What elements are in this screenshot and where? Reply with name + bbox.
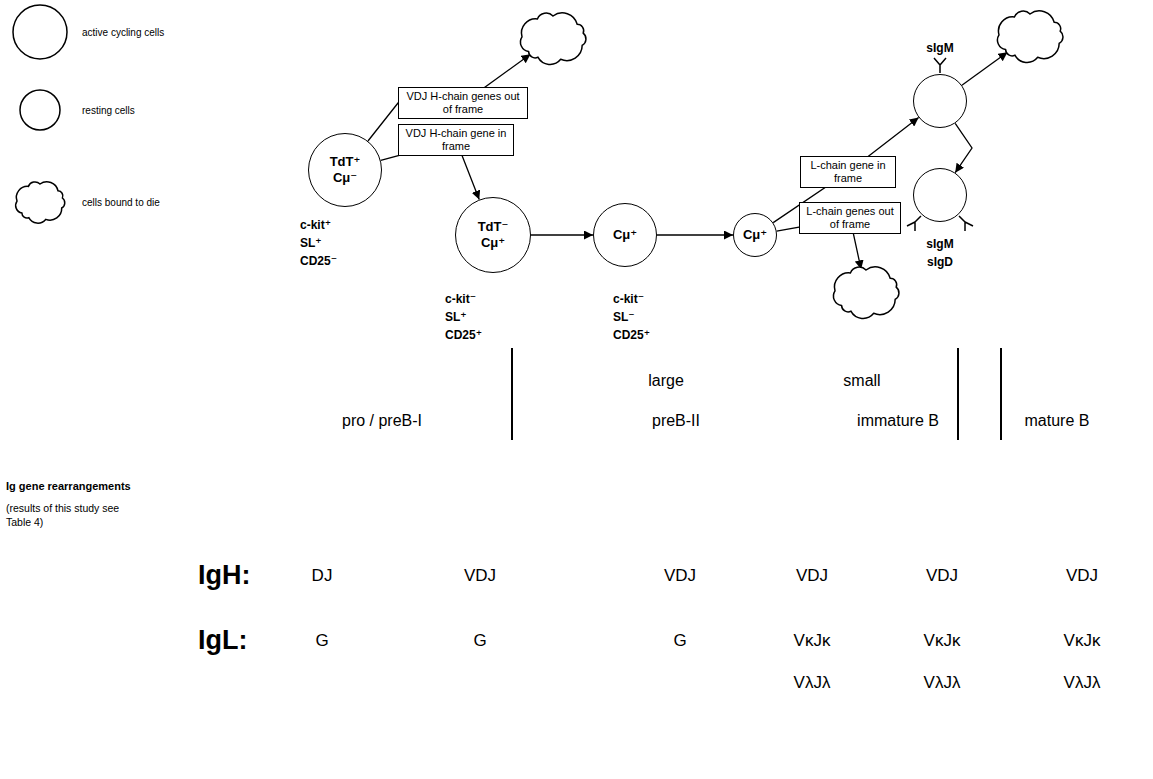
marker-caption: sIgM (926, 39, 953, 57)
legend-sample (16, 182, 65, 223)
edge-label-box: VDJ H-chain gene in frame (398, 124, 514, 155)
section-title: Ig gene rearrangements (6, 479, 131, 493)
cell-label: Cμ⁺ (613, 227, 637, 243)
stage-label: mature B (1025, 411, 1090, 432)
row-heading: IgL: (198, 623, 247, 658)
resting-cell: sIgM sIgD (913, 168, 967, 222)
stage-dividers (512, 348, 1001, 440)
table-cell: VκJκ (924, 630, 961, 652)
marker-caption: c-kit⁺ SL⁺ CD25⁻ (300, 216, 337, 270)
cloud-outline (993, 8, 1067, 64)
resting-cell: sIgM (913, 74, 967, 128)
table-cell: VκJκ (794, 630, 831, 652)
cell-circle: TdT⁺ Cμ⁻ (308, 133, 382, 207)
row-heading: IgH: (198, 558, 250, 593)
table-cell: VDJ (796, 565, 828, 587)
legend-text: active cycling cells (82, 27, 164, 38)
cloud-outline (829, 264, 903, 320)
divider-line (511, 348, 513, 440)
legend-circle (13, 5, 67, 59)
cycling-cell: TdT⁺ Cμ⁻c-kit⁺ SL⁺ CD25⁻ (308, 133, 382, 207)
legend-sample (20, 90, 60, 130)
legend-sample (13, 5, 67, 59)
stage-label: preB-II (652, 411, 700, 432)
cycling-cell: Cμ⁺c-kit⁻ SL⁻ CD25⁺ (593, 203, 657, 267)
receptor-symbol (959, 216, 973, 231)
arrow-connector (962, 52, 1008, 85)
edge-label-box: L-chain gene in frame (800, 156, 896, 187)
table-cell: VκJκ (1064, 630, 1101, 652)
cell-circle (913, 74, 967, 128)
table-cell: VDJ (664, 565, 696, 587)
marker-caption: c-kit⁻ SL⁺ CD25⁺ (445, 290, 482, 344)
cloud-path (833, 267, 898, 319)
table-cell: G (315, 630, 328, 652)
legend-samples (13, 5, 67, 223)
cell-label: TdT⁺ Cμ⁻ (330, 154, 361, 187)
size-label: small (843, 371, 880, 392)
cell-label: Cμ⁺ (743, 227, 767, 243)
cycling-cell: TdT⁻ Cμ⁺c-kit⁻ SL⁺ CD25⁺ (455, 197, 531, 273)
table-cell: VλJλ (1064, 672, 1101, 694)
dying-cell (829, 264, 903, 320)
table-cell: VDJ (464, 565, 496, 587)
table-cell: G (673, 630, 686, 652)
legend-cloud (16, 182, 65, 223)
resting-cell: Cμ⁺ (733, 213, 777, 257)
dying-cell (993, 8, 1067, 64)
arrow-connector (955, 123, 972, 172)
arrow-connector (657, 234, 733, 235)
size-label: large (648, 371, 684, 392)
cloud-outline (516, 10, 590, 66)
arrow-connector (531, 234, 593, 235)
cloud-path (997, 11, 1062, 63)
legend-circle (20, 90, 60, 130)
table-cell: VDJ (926, 565, 958, 587)
cell-label: TdT⁻ Cμ⁺ (478, 219, 509, 252)
cell-circle: Cμ⁺ (593, 203, 657, 267)
cell-circle: TdT⁻ Cμ⁺ (455, 197, 531, 273)
stage-label: pro / preB-I (342, 411, 422, 432)
edge-label-box: L-chain genes out of frame (799, 202, 901, 233)
table-cell: VDJ (1066, 565, 1098, 587)
table-cell: G (473, 630, 486, 652)
section-note: (results of this study see Table 4) (6, 502, 126, 529)
dying-cell (516, 10, 590, 66)
cell-circle (913, 168, 967, 222)
table-cell: VλJλ (794, 672, 831, 694)
marker-caption: sIgM sIgD (926, 235, 953, 271)
marker-caption: c-kit⁻ SL⁻ CD25⁺ (613, 290, 650, 344)
table-cell: DJ (312, 565, 333, 587)
table-cell: VλJλ (924, 672, 961, 694)
stage-label: immature B (857, 411, 939, 432)
divider-line (957, 348, 959, 440)
legend-text: resting cells (82, 105, 135, 116)
receptor-symbol (907, 216, 921, 231)
receptor-symbol (934, 58, 946, 73)
edge-label-box: VDJ H-chain genes out of frame (398, 87, 528, 118)
legend-text: cells bound to die (82, 197, 160, 208)
cloud-path (520, 13, 585, 65)
divider-line (1000, 348, 1002, 440)
cell-circle: Cμ⁺ (733, 213, 777, 257)
